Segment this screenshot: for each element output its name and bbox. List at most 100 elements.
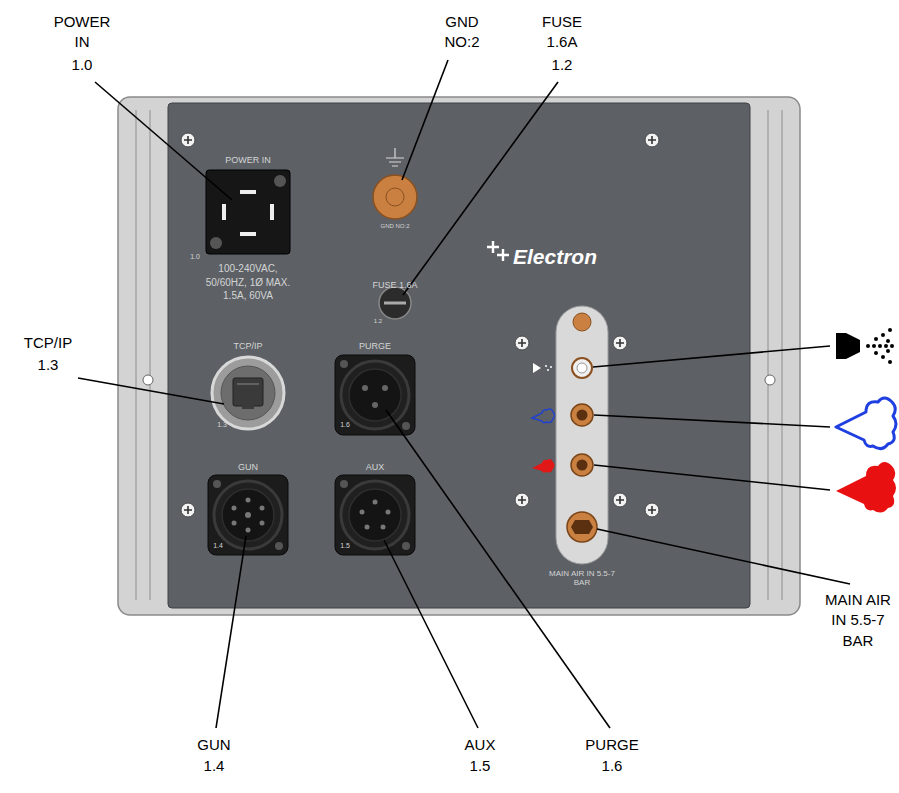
housing-part	[143, 375, 153, 385]
rating-label: 100-240VAC, 50/60HZ, 1Ø MAX. 1.5A, 60VA	[202, 262, 294, 303]
spray-icon-part-part	[881, 355, 885, 359]
panel-air-icons-part	[547, 369, 549, 371]
power-inlet	[206, 170, 290, 254]
callout-name: GND NO:2	[444, 12, 479, 53]
purge-connector-part	[372, 402, 378, 408]
callout-number: 1.0	[72, 55, 93, 75]
aux-connector	[335, 475, 415, 555]
purge-connector	[335, 355, 415, 435]
panel-screws-part	[181, 503, 195, 517]
panel-number: 1.3	[217, 420, 227, 429]
leader-lines-part	[384, 540, 478, 728]
air-fitting-strip-part	[577, 460, 588, 471]
aux-connector-part	[360, 500, 391, 530]
panel-screws-part	[181, 133, 195, 147]
aux-connector-part-part	[360, 510, 365, 515]
callout-number: 1.3	[38, 355, 59, 375]
leader-lines-part	[95, 82, 232, 200]
air-fitting-strip-part	[571, 454, 593, 476]
housing-part	[168, 103, 750, 608]
gun-connector-part-part	[232, 521, 237, 526]
panel-number: 1.5	[340, 541, 350, 550]
air-fitting-strip-part	[577, 363, 587, 373]
aux-connector-part	[335, 475, 415, 555]
callout-name: FUSE 1.6A	[542, 12, 582, 53]
purge-connector-part	[362, 385, 368, 391]
brand-logo: Electron	[513, 243, 597, 271]
spray-icon-part-part	[874, 351, 878, 355]
logo-icon	[487, 241, 509, 261]
spray-icon-part-part	[881, 333, 885, 337]
power-inlet-part	[240, 232, 256, 236]
spray-icon-part-part	[884, 344, 888, 348]
panel-screws-part	[613, 493, 627, 507]
callout-number: 1.6	[602, 756, 623, 776]
spray-icon-part-part	[888, 360, 892, 364]
callout-number: 1.2	[552, 55, 573, 75]
panel-air-icons-part	[532, 459, 555, 473]
panel-screws-part	[645, 503, 659, 517]
air-fitting-strip-part	[571, 404, 593, 426]
spray-icon-part-part	[878, 344, 882, 348]
panel-air-icons-part	[545, 365, 547, 367]
gun-connector-part-part	[246, 528, 251, 533]
callout-number: 1.5	[470, 756, 491, 776]
callout-name: AUX	[465, 735, 496, 755]
air-fitting-strip-part	[572, 358, 592, 378]
callout-name: TCP/IP	[24, 333, 72, 353]
callout-name: PURGE	[585, 735, 638, 755]
gun-connector-part-part	[246, 498, 251, 503]
air-cloud-icon-part	[836, 398, 896, 449]
panel-air-icons	[532, 363, 555, 473]
leader-lines-part	[594, 465, 830, 490]
gun-connector	[208, 475, 288, 555]
panel-air-icons-part	[532, 409, 555, 423]
power-inlet-part	[222, 204, 226, 220]
power-inlet-part	[270, 204, 274, 220]
callout-name: POWER IN	[54, 12, 111, 53]
air-fitting-strip-part	[556, 306, 608, 564]
air-cloud-icon	[836, 398, 896, 449]
power-inlet-part	[206, 170, 290, 254]
panel-screws-part	[613, 336, 627, 350]
housing-part	[118, 97, 800, 615]
leader-lines-part	[402, 60, 448, 180]
panel-label: GUN	[238, 461, 258, 473]
panel-screws-part	[515, 493, 529, 507]
panel-air-icons-part	[550, 366, 552, 368]
panel-label: PURGE	[359, 340, 391, 352]
rj45-connector-part	[237, 384, 259, 385]
gun-connector-part-part	[232, 506, 237, 511]
rj45-connector	[212, 357, 284, 429]
leader-lines-part	[594, 415, 830, 427]
leader-lines-part	[593, 346, 830, 367]
power-inlet-part	[274, 175, 286, 187]
leader-lines-part	[78, 378, 224, 404]
panel-screws-part	[645, 133, 659, 147]
leader-lines-part	[597, 529, 850, 584]
power-inlet-part	[240, 190, 256, 194]
purge-connector-part	[382, 385, 388, 391]
gun-connector-part	[232, 498, 265, 533]
callout-name: MAIN AIR IN 5.5-7 BAR	[820, 590, 896, 651]
panel-label: MAIN AIR IN 5.5-7 BAR	[547, 569, 617, 587]
spray-icon-part-part	[890, 344, 894, 348]
aux-connector-part-part	[386, 510, 391, 515]
spray-icon-part	[836, 333, 860, 359]
ground-stud-part	[386, 148, 404, 166]
panel-screws-part	[515, 336, 529, 350]
panel-number: 1.6	[340, 420, 350, 429]
spray-icon-part-part	[886, 349, 890, 353]
air-fitting-strip	[556, 306, 608, 564]
gun-connector-part-part	[260, 506, 265, 511]
rj45-connector-part	[233, 378, 263, 406]
heat-cloud-icon-part	[836, 462, 896, 513]
heat-cloud-icon	[836, 462, 896, 513]
rj45-connector-part	[212, 357, 284, 429]
panel-label: GND NO:2	[355, 222, 435, 230]
leader-lines	[78, 60, 850, 728]
spray-icon-part-part	[888, 328, 892, 332]
panel-number: 1.2	[374, 317, 382, 325]
rj45-connector-part	[221, 366, 275, 420]
